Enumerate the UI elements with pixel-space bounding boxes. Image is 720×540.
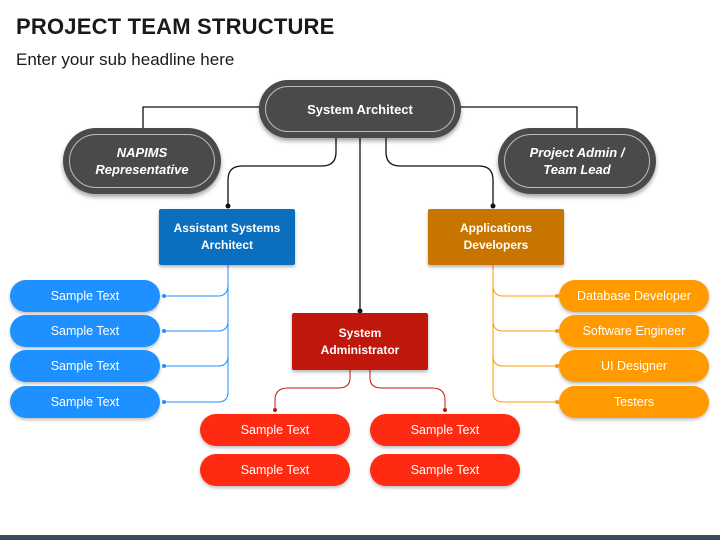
napims-representative-label: NAPIMS Representative — [69, 134, 215, 188]
left-item: Sample Text — [10, 350, 160, 382]
assistant-architect-box: Assistant Systems Architect — [159, 209, 295, 265]
connector-top-left — [142, 106, 262, 135]
connector-dot — [490, 203, 496, 209]
connector-top-right — [459, 106, 578, 135]
connector-dot — [225, 203, 231, 209]
connector-to-apps — [385, 138, 494, 207]
system-architect-label: System Architect — [265, 86, 455, 132]
system-administrator-box: System Administrator — [292, 313, 428, 370]
connector-bottom-group — [274, 370, 446, 410]
right-item: Software Engineer — [559, 315, 709, 347]
left-item: Sample Text — [10, 280, 160, 312]
connector-left-group — [164, 265, 229, 403]
footer-bar — [0, 535, 720, 540]
bottom-item: Sample Text — [200, 454, 350, 486]
connector-dot — [357, 308, 363, 314]
connector-left-dots — [162, 294, 166, 404]
bottom-item: Sample Text — [370, 414, 520, 446]
connector-bottom-dots — [273, 408, 447, 412]
applications-developers-box: Applications Developers — [428, 209, 564, 265]
left-item: Sample Text — [10, 386, 160, 418]
right-item: Testers — [559, 386, 709, 418]
napims-representative-node: NAPIMS Representative — [63, 128, 221, 194]
page-subtitle: Enter your sub headline here — [16, 50, 235, 69]
right-item: UI Designer — [559, 350, 709, 382]
project-admin-label: Project Admin / Team Lead — [504, 134, 650, 188]
bottom-item: Sample Text — [370, 454, 520, 486]
connector-to-assistant — [227, 138, 337, 207]
left-item: Sample Text — [10, 315, 160, 347]
system-architect-node: System Architect — [259, 80, 461, 138]
page-title: PROJECT TEAM STRUCTURE — [16, 14, 335, 39]
connector-right-group — [492, 265, 557, 403]
project-admin-node: Project Admin / Team Lead — [498, 128, 656, 194]
bottom-item: Sample Text — [200, 414, 350, 446]
right-item: Database Developer — [559, 280, 709, 312]
connector-right-dots — [555, 294, 559, 404]
